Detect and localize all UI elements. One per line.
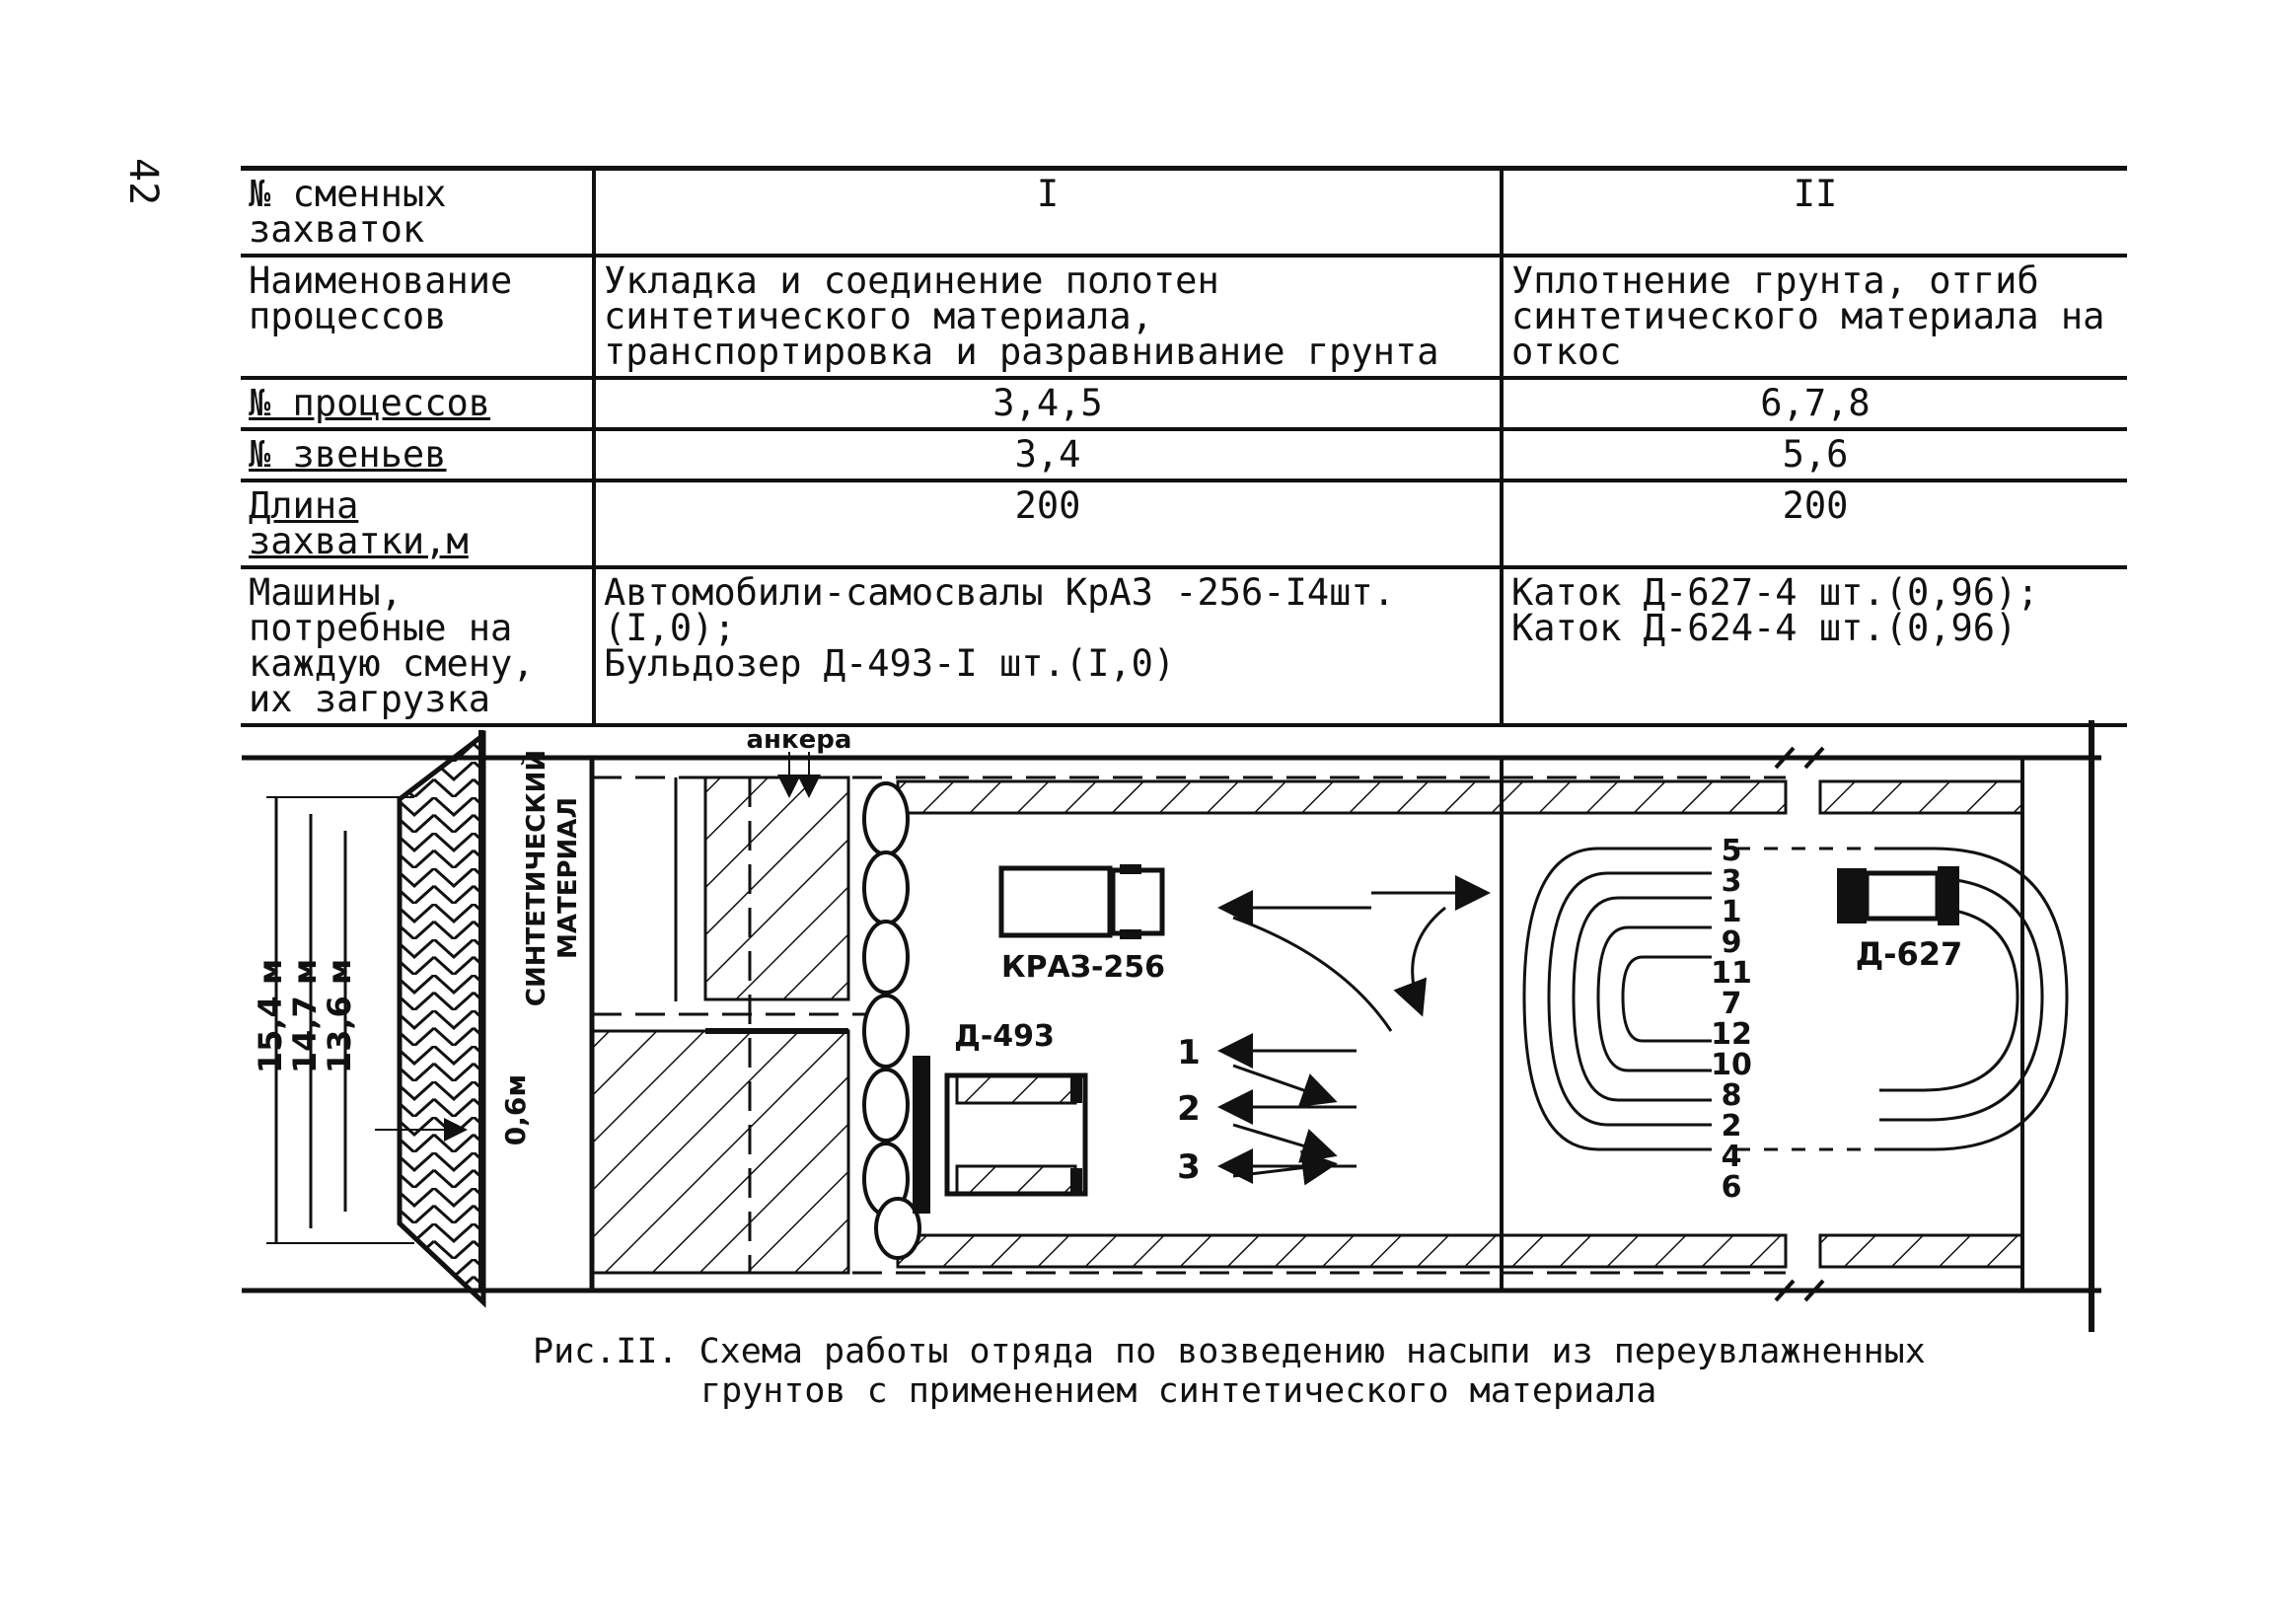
pass-number-right: 10 <box>1711 1048 1752 1082</box>
truck-label: КРАЗ-256 <box>1001 950 1165 985</box>
caption-line-2: грунтов с применением синтетического мат… <box>700 1371 1657 1411</box>
soil-piles <box>862 781 921 1260</box>
pass-number-right: 7 <box>1722 987 1742 1021</box>
figure-caption: Рис.II. Схема работы отряда по возведени… <box>533 1332 1926 1411</box>
embankment-cross-section: 15,4 м 14,7 м 13,6 м 0,6м СИНТЕТИЧЕСКИЙ … <box>252 729 583 1308</box>
roller-pass-loops <box>1522 847 2069 1151</box>
bulldozer-label: Д-493 <box>954 1019 1055 1054</box>
pass-number-right: 4 <box>1722 1140 1742 1174</box>
roller-icon <box>1837 866 1959 925</box>
row-cell-II: 200 <box>1500 480 2127 567</box>
pass-number-left: 2 <box>1177 1089 1201 1129</box>
material-label-2: МАТЕРИАЛ <box>553 797 583 959</box>
bulldozer-icon <box>913 1056 1088 1214</box>
row-cell-II: 6,7,8 <box>1500 378 2127 429</box>
work-scheme-diagram: 15,4 м 14,7 м 13,6 м 0,6м СИНТЕТИЧЕСКИЙ … <box>242 720 2101 1332</box>
row-cell-I: 200 <box>592 480 1502 567</box>
pass-number-left: 1 <box>1177 1033 1201 1072</box>
anchor-label: анкера <box>747 725 852 755</box>
table-row: № процессов 3,4,5 6,7,8 <box>241 378 2127 429</box>
pass-number-left: 3 <box>1177 1147 1201 1187</box>
row-label: Наименование процессов <box>249 259 513 337</box>
movement-arrows-zone-I <box>1217 875 1491 1186</box>
pass-number-right: 1 <box>1722 895 1742 929</box>
row-label: № звеньев <box>249 433 447 476</box>
header-col-I: I <box>592 168 1502 256</box>
table-row: Наименование процессов Укладка и соедине… <box>241 256 2127 378</box>
table-header-row: № сменных захваток I II <box>241 168 2127 256</box>
pass-number-right: 2 <box>1722 1109 1742 1144</box>
dim-total-label: 15,4 м <box>252 959 289 1073</box>
machines-I-line2: Бульдозер Д-493-I шт.(I,0) <box>604 642 1176 685</box>
row-cell-I: 3,4,5 <box>592 378 1502 429</box>
row-cell-II: Каток Д-627-4 шт.(0,96); Каток Д-624-4 ш… <box>1500 567 2127 725</box>
dim-inner-label: 13,6 м <box>321 959 358 1073</box>
row-cell-II: 5,6 <box>1500 429 2127 480</box>
row-cell-II: Уплотнение грунта, отгиб синтетического … <box>1500 256 2127 378</box>
page-number: 42 <box>120 158 166 206</box>
pass-numbers-zone-II: 5 3 1 9 11 7 12 10 8 2 4 6 <box>1711 834 1752 1205</box>
dim-gap-label: 0,6м <box>499 1074 532 1146</box>
pass-number-right: 6 <box>1722 1170 1742 1205</box>
process-table: № сменных захваток I II Наименование про… <box>241 166 2127 727</box>
row-label: № процессов <box>249 382 491 424</box>
row-cell-I: Автомобили-самосвалы КрАЗ -256-I4шт.(I,0… <box>592 567 1502 725</box>
row-cell-I: 3,4 <box>592 429 1502 480</box>
row-label: Машины, потребные на каждую смену, их за… <box>249 571 535 720</box>
machines-II-line1: Каток Д-627-4 шт.(0,96); <box>1511 571 2039 614</box>
header-label: № сменных захваток <box>249 173 447 251</box>
caption-line-1: Рис.II. Схема работы отряда по возведени… <box>533 1332 1926 1371</box>
table-row: Длина захватки,м 200 200 <box>241 480 2127 567</box>
pass-number-right: 12 <box>1711 1017 1752 1052</box>
row-cell-I: Укладка и соединение полотен синтетическ… <box>592 256 1502 378</box>
dump-truck-icon <box>998 864 1165 939</box>
row-label: Длина захватки,м <box>249 484 469 562</box>
table-row: № звеньев 3,4 5,6 <box>241 429 2127 480</box>
roller-label: Д-627 <box>1856 935 1963 973</box>
header-col-II: II <box>1500 168 2127 256</box>
dim-mid-label: 14,7 м <box>286 959 324 1073</box>
pass-number-right: 3 <box>1722 864 1742 899</box>
pass-number-right: 11 <box>1711 956 1752 991</box>
material-label-1: СИНТЕТИЧЕСКИЙ <box>520 750 551 1006</box>
table-row: Машины, потребные на каждую смену, их за… <box>241 567 2127 725</box>
pass-number-right: 9 <box>1722 925 1742 960</box>
machines-II-line2: Каток Д-624-4 шт.(0,96) <box>1511 607 2018 649</box>
machines-I-line1: Автомобили-самосвалы КрАЗ -256-I4шт.(I,0… <box>604 571 1395 649</box>
pass-number-right: 5 <box>1722 834 1742 868</box>
pass-number-right: 8 <box>1722 1078 1742 1113</box>
